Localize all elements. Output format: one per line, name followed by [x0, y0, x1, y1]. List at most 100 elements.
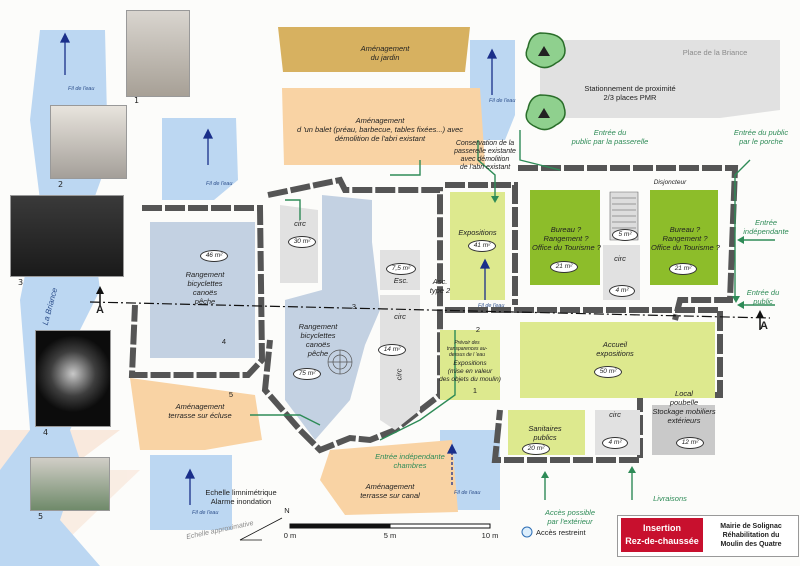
label-jardin: Aménagement du jardin	[360, 44, 410, 62]
area-esc: 7,5 m²	[386, 263, 416, 275]
photo-1	[126, 10, 190, 97]
label-prevoir: Prévoir des transparences au- dessus de …	[446, 340, 488, 358]
trees	[525, 32, 566, 131]
label-acces-possible: Accès possible par l'extérieur	[544, 508, 596, 526]
zone-jardin	[278, 27, 470, 72]
mill-wheel	[327, 349, 353, 375]
view-mark-3-plan: 3	[351, 302, 357, 311]
flow-label-1: Fil de l'eau	[68, 86, 95, 92]
photo-3	[10, 195, 124, 277]
label-ecluse: Aménagement terrasse sur écluse	[168, 402, 232, 420]
label-entree-passerelle: Entrée du public par la passerelle	[571, 128, 649, 146]
label-circ-small: circ	[614, 254, 626, 263]
legend-restricted: Accès restreint	[536, 528, 586, 537]
scale-label-10: 10 m	[481, 531, 499, 540]
photo-5	[30, 457, 110, 511]
room-accueil	[520, 322, 715, 398]
area-circ-small3: 4 m²	[602, 437, 628, 449]
insertion-badge: Insertion Rez-de-chaussée	[621, 518, 703, 552]
room-bureau-1	[530, 190, 600, 285]
scale-bar	[289, 523, 491, 529]
scale-label-0: 0 m	[283, 531, 297, 540]
label-circ-main: circ	[394, 312, 406, 321]
label-asc: Asc. type 2	[429, 277, 451, 295]
area-circ-top: 30 m²	[288, 236, 316, 248]
photo-4	[35, 330, 111, 427]
flow-label-6: Fil de l'eau	[454, 490, 481, 496]
label-bureau-1: Bureau ? Rangement ? Office du Tourisme …	[532, 225, 601, 252]
view-mark-5-plan: 5	[228, 390, 234, 399]
water-bottom-left	[150, 455, 232, 530]
photo-2-label: 2	[58, 180, 64, 189]
area-velo-right: 75 m²	[293, 368, 321, 380]
room-circ-mid	[380, 295, 420, 430]
area-accueil: 50 m²	[594, 366, 622, 378]
area-circ-small: 5 m²	[612, 229, 638, 241]
label-accueil: Accueil expositions	[596, 340, 634, 358]
label-entree-chambres: Entrée indépendante chambres	[375, 452, 445, 470]
view-mark-1-plan: 1	[472, 386, 478, 395]
photo-3-label: 3	[18, 278, 24, 287]
section-marker-left: A	[96, 304, 104, 316]
label-entree-independante: Entrée indépendante	[743, 218, 789, 236]
area-circ-small2: 4 m²	[609, 285, 635, 297]
flow-label-5: Fil de l'eau	[192, 510, 219, 516]
mairie-title: Mairie de Solignac Réhabilitation du Mou…	[720, 523, 782, 548]
section-line-a	[89, 286, 771, 330]
area-bureau-1: 21 m²	[550, 261, 578, 273]
label-entree-public: Entrée du public	[746, 288, 780, 306]
label-expo-top: Expositions	[458, 228, 497, 237]
label-stationnement: Stationnement de proximité 2/3 places PM…	[584, 84, 676, 102]
flow-label-3: Fil de l'eau	[489, 98, 516, 104]
place-de-la-briance-area	[540, 40, 780, 118]
label-bureau-2: Bureau ? Rangement ? Office du Tourisme …	[651, 225, 720, 252]
north-label: N	[284, 506, 290, 515]
building-walls	[128, 165, 739, 463]
label-circ-small3: circ	[609, 410, 621, 419]
label-place: Place de la Briance	[682, 48, 748, 57]
label-sanitaires: Sanitaires publics	[528, 424, 562, 442]
area-circ-mid: 14 m²	[378, 344, 406, 356]
room-bureau-2	[650, 190, 718, 285]
zone-ecluse	[130, 378, 262, 450]
flow-arrows	[59, 32, 498, 505]
area-sanitaires: 20 m²	[522, 443, 550, 455]
section-marker-right: A	[760, 320, 768, 332]
label-esc: Esc.	[393, 276, 409, 285]
label-livraisons: Livraisons	[653, 494, 687, 503]
zone-balet	[282, 88, 485, 165]
label-circ-top: circ	[294, 219, 306, 228]
label-entree-porche: Entrée du public par le porche	[733, 128, 789, 146]
area-local: 12 m²	[676, 437, 704, 449]
label-conservation: Conservation de la passerelle existante …	[454, 140, 516, 171]
stair-hatch	[612, 197, 636, 229]
water-top-middle	[162, 118, 238, 200]
label-echelle-limni: Echelle limnimétrique Alarme inondation	[205, 488, 277, 506]
label-expo-bottom: Expositions (mise en valeur des objets d…	[439, 360, 501, 383]
flow-label-2: Fil de l'eau	[206, 181, 233, 187]
area-expo-top: 41 m²	[468, 240, 496, 252]
label-velo-left: Rangement bicyclettes canoës pêche	[185, 270, 225, 306]
photo-1-label: 1	[134, 96, 140, 105]
route-arrowheads	[491, 196, 744, 478]
label-disjoncteur: Disjoncteur	[653, 179, 687, 186]
area-velo-left: 46 m²	[200, 250, 228, 262]
view-mark-2-plan: 2	[475, 325, 481, 334]
room-velo-left	[150, 222, 255, 358]
photo-4-label: 4	[43, 428, 49, 437]
photo-2	[50, 105, 127, 179]
label-circ-mid: circ	[394, 368, 404, 381]
label-canal: Aménagement terrasse sur canal	[360, 482, 420, 500]
north-arrow	[239, 517, 283, 541]
view-mark-4-plan: 4	[221, 337, 227, 346]
zone-canal	[320, 440, 458, 515]
restricted-legend-symbol	[521, 526, 533, 538]
green-routes	[250, 130, 775, 500]
scale-label-5: 5 m	[383, 531, 397, 540]
label-balet: Aménagement d 'un balet (préau, barbecue…	[296, 116, 464, 143]
photo-5-label: 5	[38, 512, 44, 521]
label-local: Local poubelle Stockage mobiliers extéri…	[652, 389, 716, 425]
area-bureau-2: 21 m²	[669, 263, 697, 275]
